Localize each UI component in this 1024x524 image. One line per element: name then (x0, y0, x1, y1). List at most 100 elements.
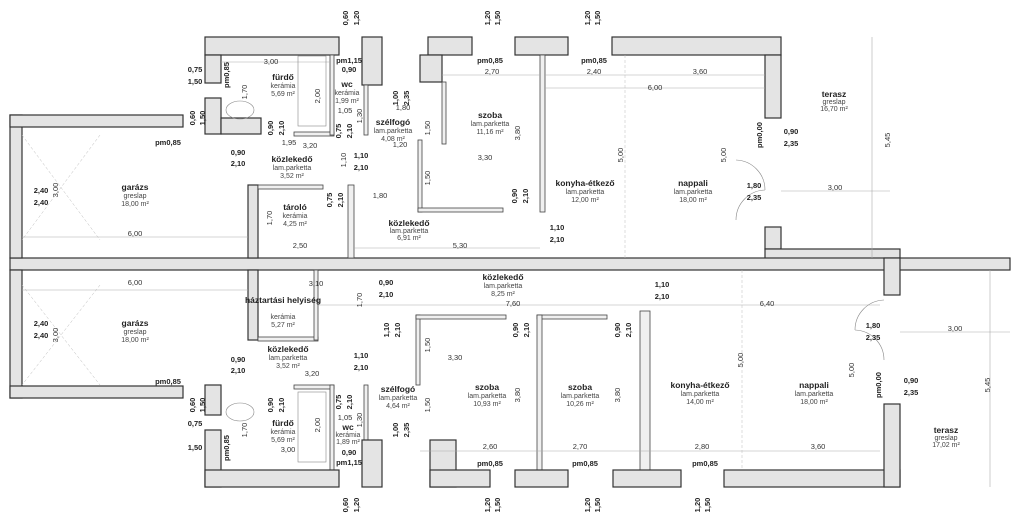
plan-label: 3,20 (305, 369, 320, 378)
plan-label: 3,00 (51, 328, 60, 343)
wall (539, 54, 546, 213)
wall (361, 36, 383, 86)
plan-label: 2,10 (624, 323, 633, 338)
plan-label: 0,90 (342, 65, 357, 74)
plan-label: 1,20 (583, 11, 592, 26)
wall (415, 314, 421, 386)
plan-label: 3,00 (828, 183, 843, 192)
plan-label: 5,45 (883, 133, 892, 148)
plan-label: közlekedő (482, 272, 523, 282)
wall (297, 391, 327, 463)
plan-label: 12,00 m² (571, 197, 599, 204)
plan-label: 3,00 (51, 183, 60, 198)
plan-label: 2,10 (521, 189, 530, 204)
plan-label: 0,75 (334, 124, 343, 139)
wall (723, 469, 901, 488)
plan-label: 1,99 m² (335, 98, 359, 105)
plan-label: kerámia (283, 213, 308, 220)
plan-label: kerámia (336, 432, 361, 439)
wall (427, 36, 473, 56)
plan-label: 2,40 (34, 331, 49, 340)
plan-label: szoba (478, 110, 502, 120)
plan-label: 2,10 (231, 366, 246, 375)
plan-label: 2,40 (34, 319, 49, 328)
plan-label: lam.parketta (379, 395, 418, 402)
plan-label: 18,00 m² (121, 201, 149, 208)
plan-label: 1,10 (354, 351, 369, 360)
plan-label: 5,27 m² (271, 322, 295, 329)
plan-label: 1,70 (265, 211, 274, 226)
plan-label: 1,89 m² (336, 439, 360, 446)
wall (764, 226, 782, 250)
plan-label: 1,50 (423, 398, 432, 413)
plan-label: 1,95 (282, 138, 297, 147)
plan-label: szoba (475, 382, 499, 392)
plan-label: wc (340, 79, 353, 89)
plan-label: szoba (568, 382, 592, 392)
plan-label: 8,25 m² (491, 291, 515, 298)
plan-label: 17,02 m² (932, 442, 960, 449)
wall (247, 184, 259, 259)
plan-label: 6,00 (128, 278, 143, 287)
plan-label: 1,10 (550, 223, 565, 232)
wall (257, 184, 324, 190)
plan-label: lam.parketta (273, 165, 312, 172)
plan-label: 3,30 (448, 353, 463, 362)
plan-label: 2,60 (483, 442, 498, 451)
dimension-labels: 3,00 1,95 3,20 1,20 1,80 2,70 2,40 3,60 … (51, 57, 992, 454)
plan-label: 1,20 (583, 498, 592, 513)
plan-label: 1,50 (188, 443, 203, 452)
plan-label: 2,35 (784, 139, 799, 148)
dimension-line (21, 284, 101, 386)
wc-depth-dimension: 1,30 (355, 413, 364, 428)
plan-label: 3,60 (693, 67, 708, 76)
plan-label: pm1,15 (336, 56, 362, 65)
plan-label: pm0,85 (155, 138, 181, 147)
plan-label: 3,00 (281, 445, 296, 454)
plan-label: 2,10 (550, 235, 565, 244)
plan-label: pm0,85 (581, 56, 607, 65)
plan-label: 1,00 (391, 423, 400, 438)
plan-label: 0,60 (188, 111, 197, 126)
plan-label: 6,91 m² (397, 235, 421, 242)
plan-label: terasz (822, 89, 847, 99)
plan-label: 0,60 (188, 398, 197, 413)
plan-mark (735, 159, 766, 221)
plan-label: garázs (122, 318, 149, 328)
plan-label: 2,40 (587, 67, 602, 76)
plan-label: 5,69 m² (271, 437, 295, 444)
plan-label: 6,00 (648, 83, 663, 92)
plan-label: 1,50 (188, 77, 203, 86)
plan-label: közlekedő (271, 154, 312, 164)
plan-label: 2,80 (695, 442, 710, 451)
plan-label: 18,00 m² (800, 399, 828, 406)
plan-label: konyha-étkező (555, 178, 614, 188)
plan-label: 0,60 (341, 498, 350, 513)
plan-label: 0,90 (511, 323, 520, 338)
plan-label: 16,70 m² (820, 106, 848, 113)
plan-label: 2,35 (904, 388, 919, 397)
plan-label: lam.parketta (561, 393, 600, 400)
plan-label: 2,00 (313, 418, 322, 433)
plan-label: 2,35 (866, 333, 881, 342)
plan-label: 5,00 (719, 148, 728, 163)
wall (329, 54, 335, 136)
plan-label: 2,10 (277, 398, 286, 413)
wall (204, 384, 222, 416)
plan-label: 2,40 (34, 186, 49, 195)
plan-label: 0,75 (334, 395, 343, 410)
plan-label: 2,10 (655, 292, 670, 301)
plan-label: pm0,85 (477, 56, 503, 65)
plan-label: 3,80 (513, 126, 522, 141)
plan-label: lam.parketta (269, 355, 308, 362)
plan-label: 1,10 (382, 323, 391, 338)
